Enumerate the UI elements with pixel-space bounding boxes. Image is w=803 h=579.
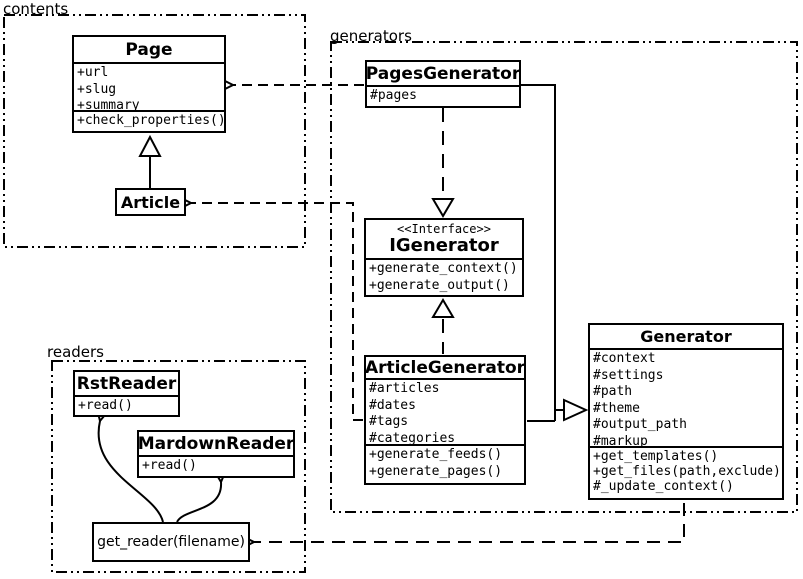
method: +generate_context() <box>369 261 518 276</box>
class-title-generator: Generator <box>590 325 782 350</box>
class-box-igenerator: <<Interface>> IGenerator +generate_conte… <box>364 218 524 297</box>
package-border-readers <box>51 360 306 573</box>
class-methods-mardownreader: +read() <box>139 457 293 476</box>
method: +get_files(path,exclude) <box>593 464 781 480</box>
package-border-contents <box>3 14 306 248</box>
attribute: #context <box>593 351 656 366</box>
method: +read() <box>142 458 197 473</box>
attribute: #categories <box>369 430 456 445</box>
package-label-readers: readers <box>47 343 104 361</box>
class-title-article: Article <box>120 192 181 212</box>
class-title-mardownreader: MardownReader <box>138 432 294 457</box>
attribute: #path <box>593 384 633 399</box>
class-box-articlegenerator: ArticleGenerator #articles #dates #tags … <box>364 355 526 485</box>
package-label-contents: contents <box>3 0 69 18</box>
method: +get_templates() <box>593 449 719 464</box>
inheritance-triangle-page <box>138 134 162 157</box>
method: +generate_feeds() <box>369 447 503 462</box>
attribute: #articles <box>369 381 440 396</box>
method: #_update_context() <box>593 479 734 495</box>
realization-triangle-igenerator-top <box>431 198 455 218</box>
class-methods-page: +check_properties() <box>74 110 224 131</box>
edge-pagesgenerator-generator-line <box>521 84 556 421</box>
realization-triangle-igenerator-bottom <box>431 298 455 318</box>
edge-getreader-mardownreader-curve <box>176 482 221 523</box>
class-box-article: Article <box>115 188 186 216</box>
attribute: #markup <box>593 433 648 447</box>
class-attributes-page: +url +slug +summary <box>74 64 224 110</box>
attribute: #settings <box>593 367 664 383</box>
attribute: +summary <box>77 98 140 110</box>
class-title-pagesgenerator: PagesGenerator <box>366 62 520 87</box>
class-methods-rstreader: +read() <box>75 397 178 415</box>
class-title-igenerator: IGenerator <box>389 235 499 256</box>
method: +generate_pages() <box>369 463 503 479</box>
class-box-generator: Generator #context #settings #path #them… <box>588 323 784 500</box>
interface-stereotype: <<Interface>> <box>397 222 491 236</box>
attribute: #theme <box>593 400 640 416</box>
attribute: +slug <box>77 81 117 97</box>
class-title-articlegenerator: ArticleGenerator <box>365 357 525 380</box>
class-attributes-articlegenerator: #articles #dates #tags #categories <box>366 380 524 444</box>
class-methods-articlegenerator: +generate_feeds() +generate_pages() <box>366 444 524 483</box>
class-box-pagesgenerator: PagesGenerator #pages <box>365 60 521 108</box>
attribute: +url <box>77 65 109 80</box>
method: +check_properties() <box>77 113 224 128</box>
package-label-generators: generators <box>330 27 412 45</box>
class-attributes-pagesgenerator: #pages <box>367 87 519 106</box>
attribute: #tags <box>369 414 409 429</box>
inheritance-triangle-generator <box>563 398 589 422</box>
class-title-rstreader: RstReader <box>75 372 178 397</box>
edge-generator-getreader-dashed <box>254 503 685 542</box>
class-box-rstreader: RstReader +read() <box>73 370 180 417</box>
function-box-get-reader: get_reader(filename) <box>92 522 250 562</box>
class-box-mardownreader: MardownReader +read() <box>137 430 295 478</box>
attribute: #output_path <box>593 417 687 432</box>
class-attributes-generator: #context #settings #path #theme #output_… <box>590 350 782 446</box>
edge-articlegenerator-article-dashed <box>191 203 363 421</box>
attribute: #pages <box>370 88 417 103</box>
method: +read() <box>78 398 133 413</box>
class-methods-igenerator: +generate_context() +generate_output() <box>366 260 522 295</box>
package-border-generators <box>330 41 798 513</box>
edge-getreader-rstreader-curve <box>99 421 164 523</box>
class-title-page: Page <box>74 37 224 64</box>
method: +generate_output() <box>369 277 510 293</box>
class-header-igenerator: <<Interface>> IGenerator <box>366 220 522 260</box>
class-methods-generator: +get_templates() +get_files(path,exclude… <box>590 446 782 498</box>
attribute: #dates <box>369 397 416 413</box>
class-box-page: Page +url +slug +summary +check_properti… <box>72 35 226 133</box>
